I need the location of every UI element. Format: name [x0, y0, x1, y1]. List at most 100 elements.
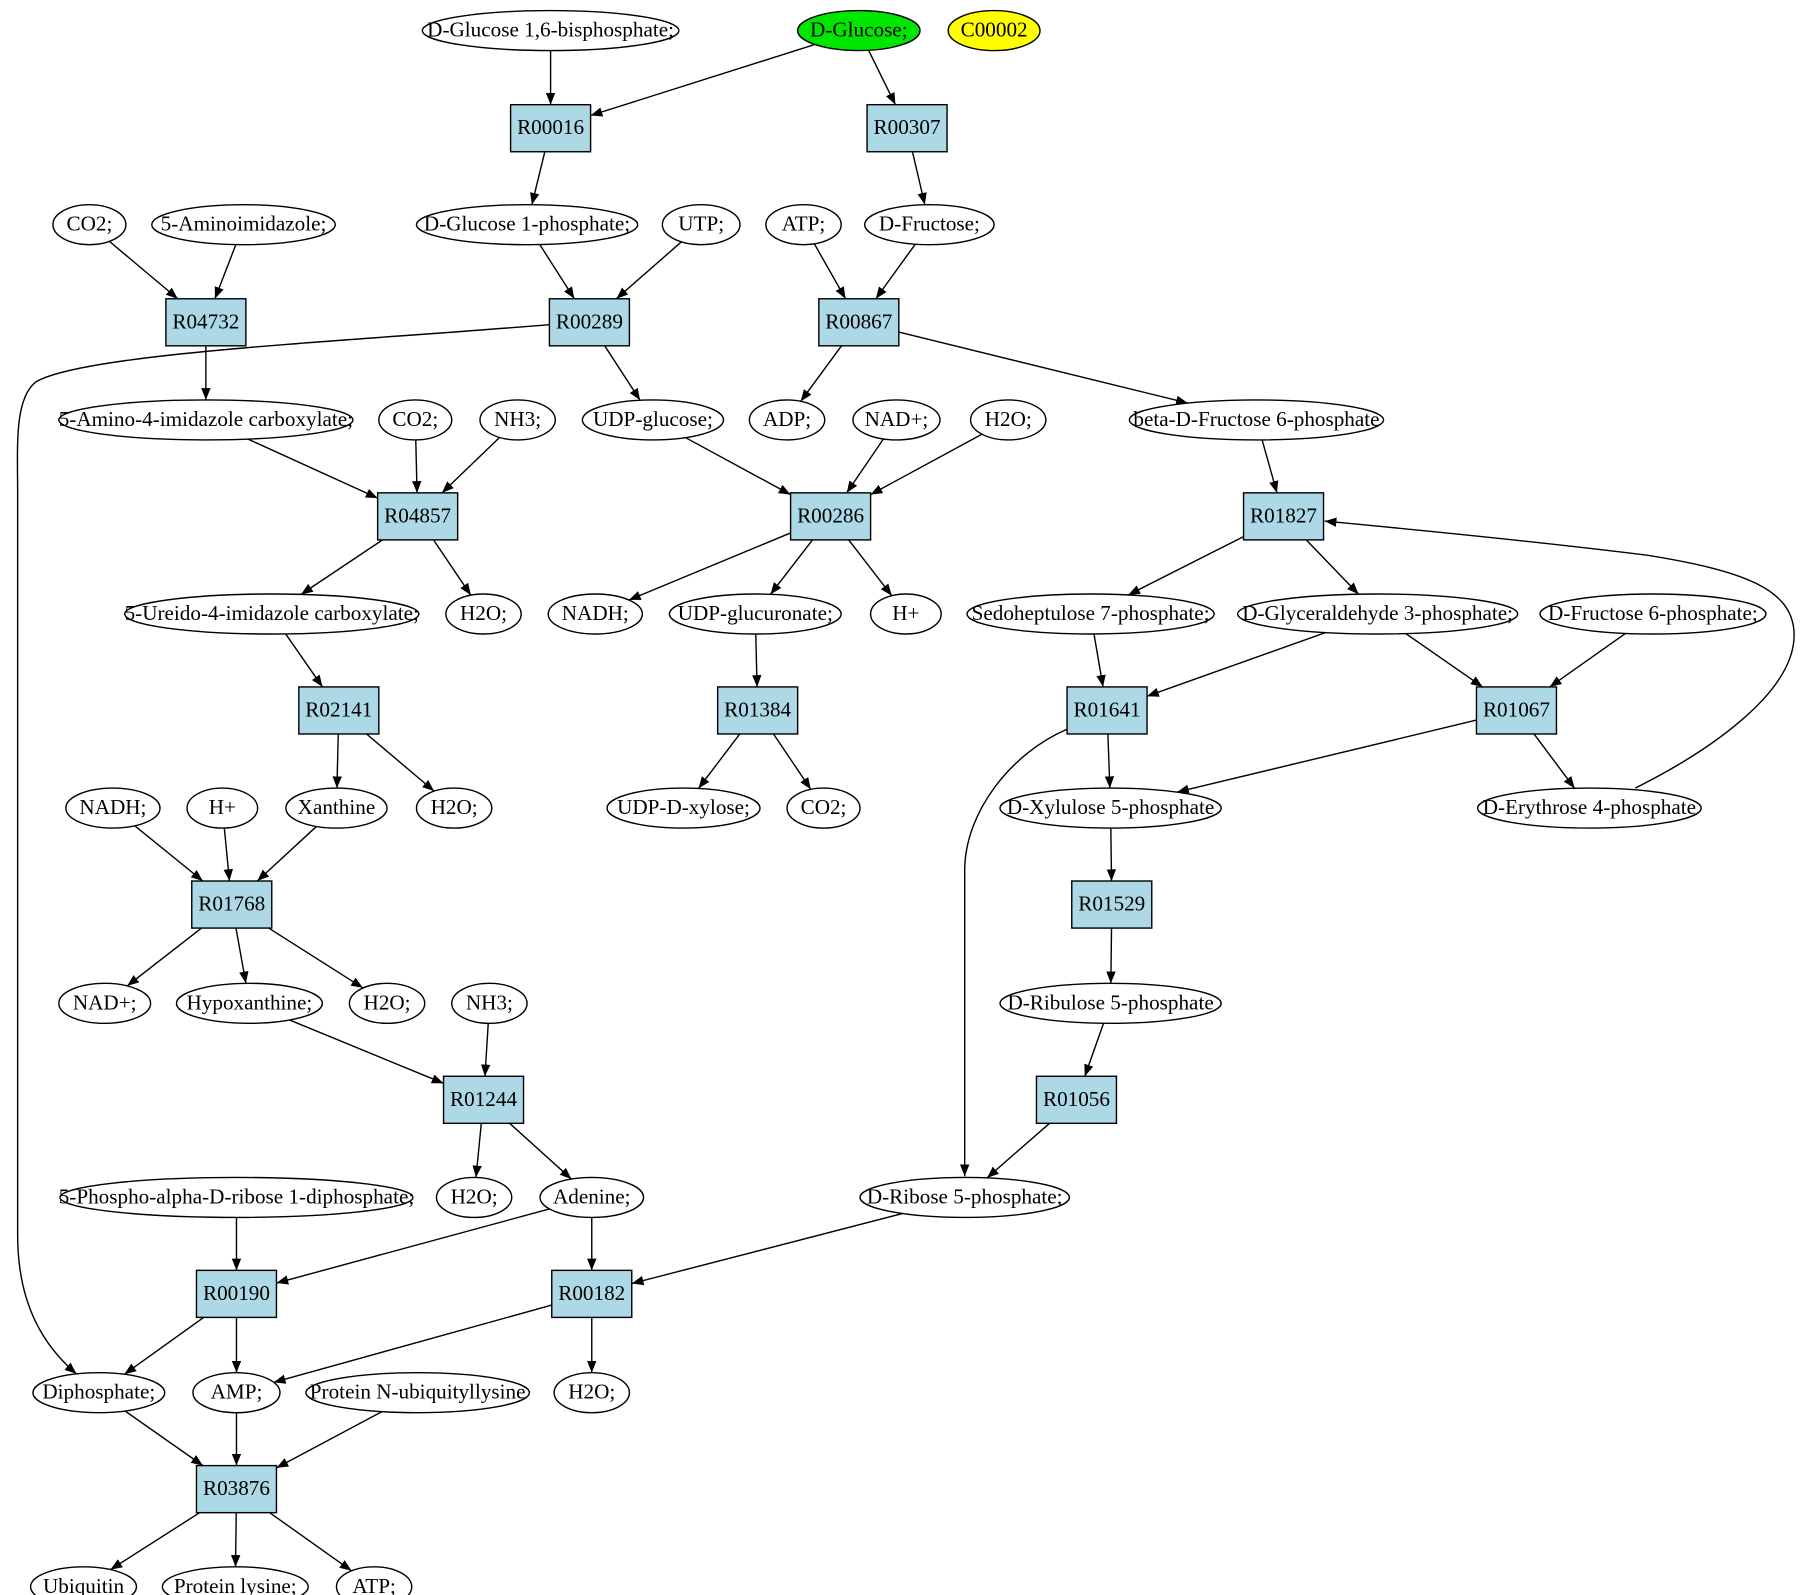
node-label: R02141: [305, 697, 372, 721]
compound-node-udp-glucose[interactable]: UDP-glucose;: [581, 399, 725, 441]
node-label: Sedoheptulose 7-phosphate;: [972, 601, 1210, 625]
compound-node-udp-glucuronate[interactable]: UDP-glucuronate;: [668, 593, 842, 635]
node-label: 5-Aminoimidazole;: [161, 212, 327, 236]
compound-node-d-glucose-16bp[interactable]: D-Glucose 1,6-bisphosphate;: [421, 9, 680, 52]
compound-node-amp[interactable]: AMP;: [192, 1371, 281, 1414]
compound-node-ureido-imid-carbox[interactable]: 5-Ureido-4-imidazole carboxylate;: [123, 593, 420, 635]
compound-node-d-fructose[interactable]: D-Fructose;: [864, 203, 995, 246]
compound-ellipse: [947, 9, 1041, 52]
compound-node-hypoxanthine[interactable]: Hypoxanthine;: [175, 982, 324, 1025]
node-label: R00289: [556, 309, 623, 333]
reaction-box: [551, 1269, 633, 1319]
compound-node-co2-b[interactable]: CO2;: [378, 399, 453, 441]
reaction-node-r01244[interactable]: R01244: [442, 1075, 525, 1125]
compound-node-co2-c[interactable]: CO2;: [786, 787, 861, 829]
compound-node-atp-a[interactable]: ATP;: [765, 203, 842, 246]
edge-r00286-to-h-plus-a: [848, 539, 893, 597]
edges-layer: [16, 43, 1795, 1572]
compound-node-sedoheptulose-7p[interactable]: Sedoheptulose 7-phosphate;: [966, 593, 1215, 635]
reaction-node-r00286[interactable]: R00286: [789, 492, 872, 541]
node-label: Protein N-ubiquityllysine: [310, 1380, 526, 1404]
compound-node-aminoimidazole[interactable]: 5-Aminoimidazole;: [151, 203, 336, 246]
compound-node-nh3-b[interactable]: NH3;: [451, 982, 528, 1025]
reaction-node-r00190[interactable]: R00190: [195, 1269, 278, 1319]
compound-node-adp[interactable]: ADP;: [748, 399, 826, 441]
compound-node-d-glucose-1p[interactable]: D-Glucose 1-phosphate;: [415, 203, 639, 246]
reaction-node-r01768[interactable]: R01768: [191, 880, 273, 929]
reaction-node-r01827[interactable]: R01827: [1242, 492, 1325, 541]
compound-node-co2-a[interactable]: CO2;: [52, 203, 127, 246]
edge-r00286-to-nadh-a: [628, 532, 791, 601]
reaction-node-r04857[interactable]: R04857: [376, 492, 459, 541]
compound-node-h2o-a[interactable]: H2O;: [969, 399, 1047, 441]
reaction-node-r03876[interactable]: R03876: [195, 1464, 278, 1514]
compound-ellipse: [1236, 593, 1519, 635]
compound-node-h2o-d[interactable]: H2O;: [348, 982, 426, 1025]
node-label: H+: [892, 601, 919, 625]
compound-node-utp[interactable]: UTP;: [661, 203, 741, 246]
compound-node-d-g3p[interactable]: D-Glyceraldehyde 3-phosphate;: [1236, 593, 1519, 635]
compound-node-d-erythrose-4p[interactable]: D-Erythrose 4-phosphate: [1476, 787, 1702, 829]
compound-node-udp-d-xylose[interactable]: UDP-D-xylose;: [606, 787, 761, 829]
reaction-node-r02141[interactable]: R02141: [298, 686, 380, 735]
edge-r02141-to-h2o-c: [366, 733, 435, 792]
node-label: R00182: [558, 1281, 625, 1305]
reaction-node-r01529[interactable]: R01529: [1071, 880, 1153, 929]
reaction-node-r00182[interactable]: R00182: [551, 1269, 633, 1319]
reaction-node-r00016[interactable]: R00016: [509, 103, 592, 153]
compound-node-prpp[interactable]: 5-Phospho-alpha-D-ribose 1-diphosphate;: [59, 1176, 415, 1219]
compound-node-ubiquitin[interactable]: Ubiquitin: [29, 1566, 138, 1595]
node-label: C00002: [961, 18, 1028, 42]
compound-node-adenine[interactable]: Adenine;: [539, 1176, 645, 1219]
compound-node-h-plus-b[interactable]: H+: [186, 787, 259, 829]
compound-ellipse: [581, 399, 725, 441]
compound-ellipse: [415, 787, 493, 829]
compound-node-c00002[interactable]: C00002: [947, 9, 1041, 52]
compound-node-d-xylulose-5p[interactable]: D-Xylulose 5-phosphate: [999, 787, 1222, 829]
reaction-node-r00867[interactable]: R00867: [818, 298, 900, 347]
compound-node-h2o-b[interactable]: H2O;: [445, 593, 522, 635]
compound-node-h2o-c[interactable]: H2O;: [415, 787, 493, 829]
reaction-node-r01384[interactable]: R01384: [716, 686, 799, 735]
reaction-node-r00289[interactable]: R00289: [548, 298, 631, 347]
node-label: Protein lysine;: [174, 1574, 297, 1595]
compound-node-d-glucose[interactable]: D-Glucose;: [796, 9, 921, 52]
compound-node-h-plus-a[interactable]: H+: [869, 593, 942, 635]
reaction-box: [866, 103, 948, 153]
compound-ellipse: [796, 9, 921, 52]
edge-adenine-to-r00190: [276, 1208, 550, 1285]
compound-ellipse: [161, 1566, 309, 1595]
edge-r01768-to-h2o-d: [268, 927, 364, 989]
node-label: R01244: [450, 1087, 517, 1111]
compound-ellipse: [378, 399, 453, 441]
reaction-node-r01067[interactable]: R01067: [1475, 686, 1558, 735]
compound-ellipse: [852, 399, 941, 441]
compound-node-nadh-a[interactable]: NADH;: [547, 593, 644, 635]
node-label: D-Glyceraldehyde 3-phosphate;: [1242, 601, 1513, 625]
compound-node-h2o-e[interactable]: H2O;: [435, 1176, 513, 1219]
node-label: D-Fructose 6-phosphate;: [1548, 601, 1758, 625]
compound-node-protein-lysine[interactable]: Protein lysine;: [161, 1566, 309, 1595]
reaction-node-r00307[interactable]: R00307: [866, 103, 948, 153]
compound-node-h2o-f[interactable]: H2O;: [553, 1371, 631, 1414]
compound-node-d-ribose-5p[interactable]: D-Ribose 5-phosphate;: [859, 1176, 1071, 1219]
compound-node-atp-b[interactable]: ATP;: [335, 1566, 413, 1595]
reaction-node-r01056[interactable]: R01056: [1035, 1075, 1118, 1125]
reaction-node-r04732[interactable]: R04732: [165, 298, 247, 347]
compound-node-nadh-b[interactable]: NADH;: [65, 787, 161, 829]
compound-node-nad-plus-a[interactable]: NAD+;: [852, 399, 941, 441]
compound-node-amino-imid-carbox[interactable]: 5-Amino-4-imidazole carboxylate;: [58, 399, 354, 441]
reaction-node-r01641[interactable]: R01641: [1066, 686, 1148, 735]
nodes-layer: D-Glucose 1,6-bisphosphate; D-Glucose; C00…: [29, 9, 1767, 1595]
compound-node-d-ribulose-5p[interactable]: D-Ribulose 5-phosphate: [999, 982, 1222, 1025]
compound-ellipse: [445, 593, 522, 635]
compound-node-nad-plus-b[interactable]: NAD+;: [58, 982, 152, 1025]
compound-node-xanthine[interactable]: Xanthine: [285, 787, 388, 829]
node-label: UDP-glucuronate;: [678, 601, 833, 625]
compound-node-diphosphate[interactable]: Diphosphate;: [32, 1371, 166, 1414]
compound-node-nh3-a[interactable]: NH3;: [479, 399, 556, 441]
compound-node-beta-f6p[interactable]: beta-D-Fructose 6-phosphate: [1128, 399, 1385, 441]
compound-node-protein-n-ubiq[interactable]: Protein N-ubiquityllysine: [305, 1371, 531, 1414]
compound-node-d-f6p[interactable]: D-Fructose 6-phosphate;: [1539, 593, 1767, 635]
edge-d-glucose-to-r00307: [867, 50, 897, 105]
